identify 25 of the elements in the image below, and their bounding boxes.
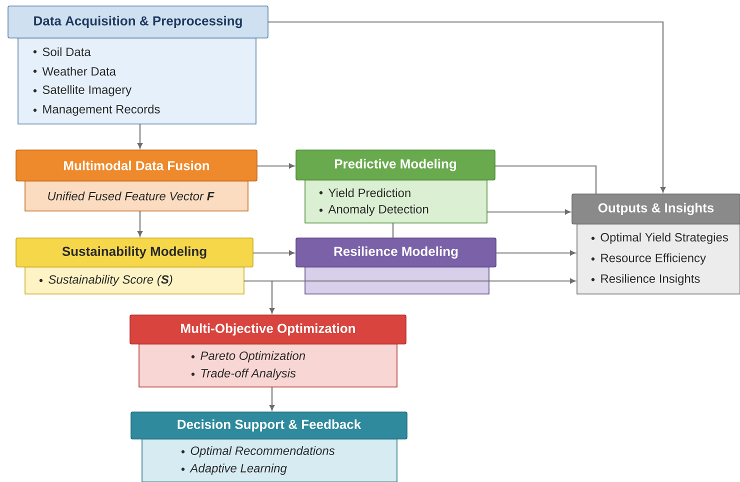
bullet-item: Optimal Yield Strategies xyxy=(600,232,728,244)
bullet-item: Resilience Insights xyxy=(601,274,700,286)
module-box: Resilience Modeling xyxy=(296,238,496,294)
arrow xyxy=(496,250,576,256)
bullet-item: Management Records xyxy=(43,104,160,116)
body-text: Unified Fused Feature Vector F xyxy=(48,192,214,200)
bullet-item: Adaptive Learning xyxy=(190,464,287,475)
bullet-item: Soil Data xyxy=(42,47,91,56)
bullet-item: Trade-off Analysis xyxy=(201,368,296,380)
bullet-item: Sustainability Score (S) xyxy=(48,274,172,286)
bullet-item: Weather Data xyxy=(42,66,116,76)
bullet-item: Satellite Imagery xyxy=(42,85,132,96)
arrow xyxy=(268,21,666,193)
arrow xyxy=(487,209,571,215)
arrow xyxy=(137,124,143,149)
arrow xyxy=(137,211,143,237)
bullet-item: Resource Efficiency xyxy=(601,253,706,265)
bullet-item: Pareto Optimization xyxy=(200,351,306,362)
bullet-item: Optimal Recommendations xyxy=(190,446,335,458)
bullet-item: Yield Prediction xyxy=(328,188,410,198)
arrow xyxy=(269,387,275,411)
arrow xyxy=(253,250,295,256)
arrow xyxy=(257,163,295,169)
arrow xyxy=(244,280,275,314)
bullet-item: Anomaly Detection xyxy=(328,204,428,216)
